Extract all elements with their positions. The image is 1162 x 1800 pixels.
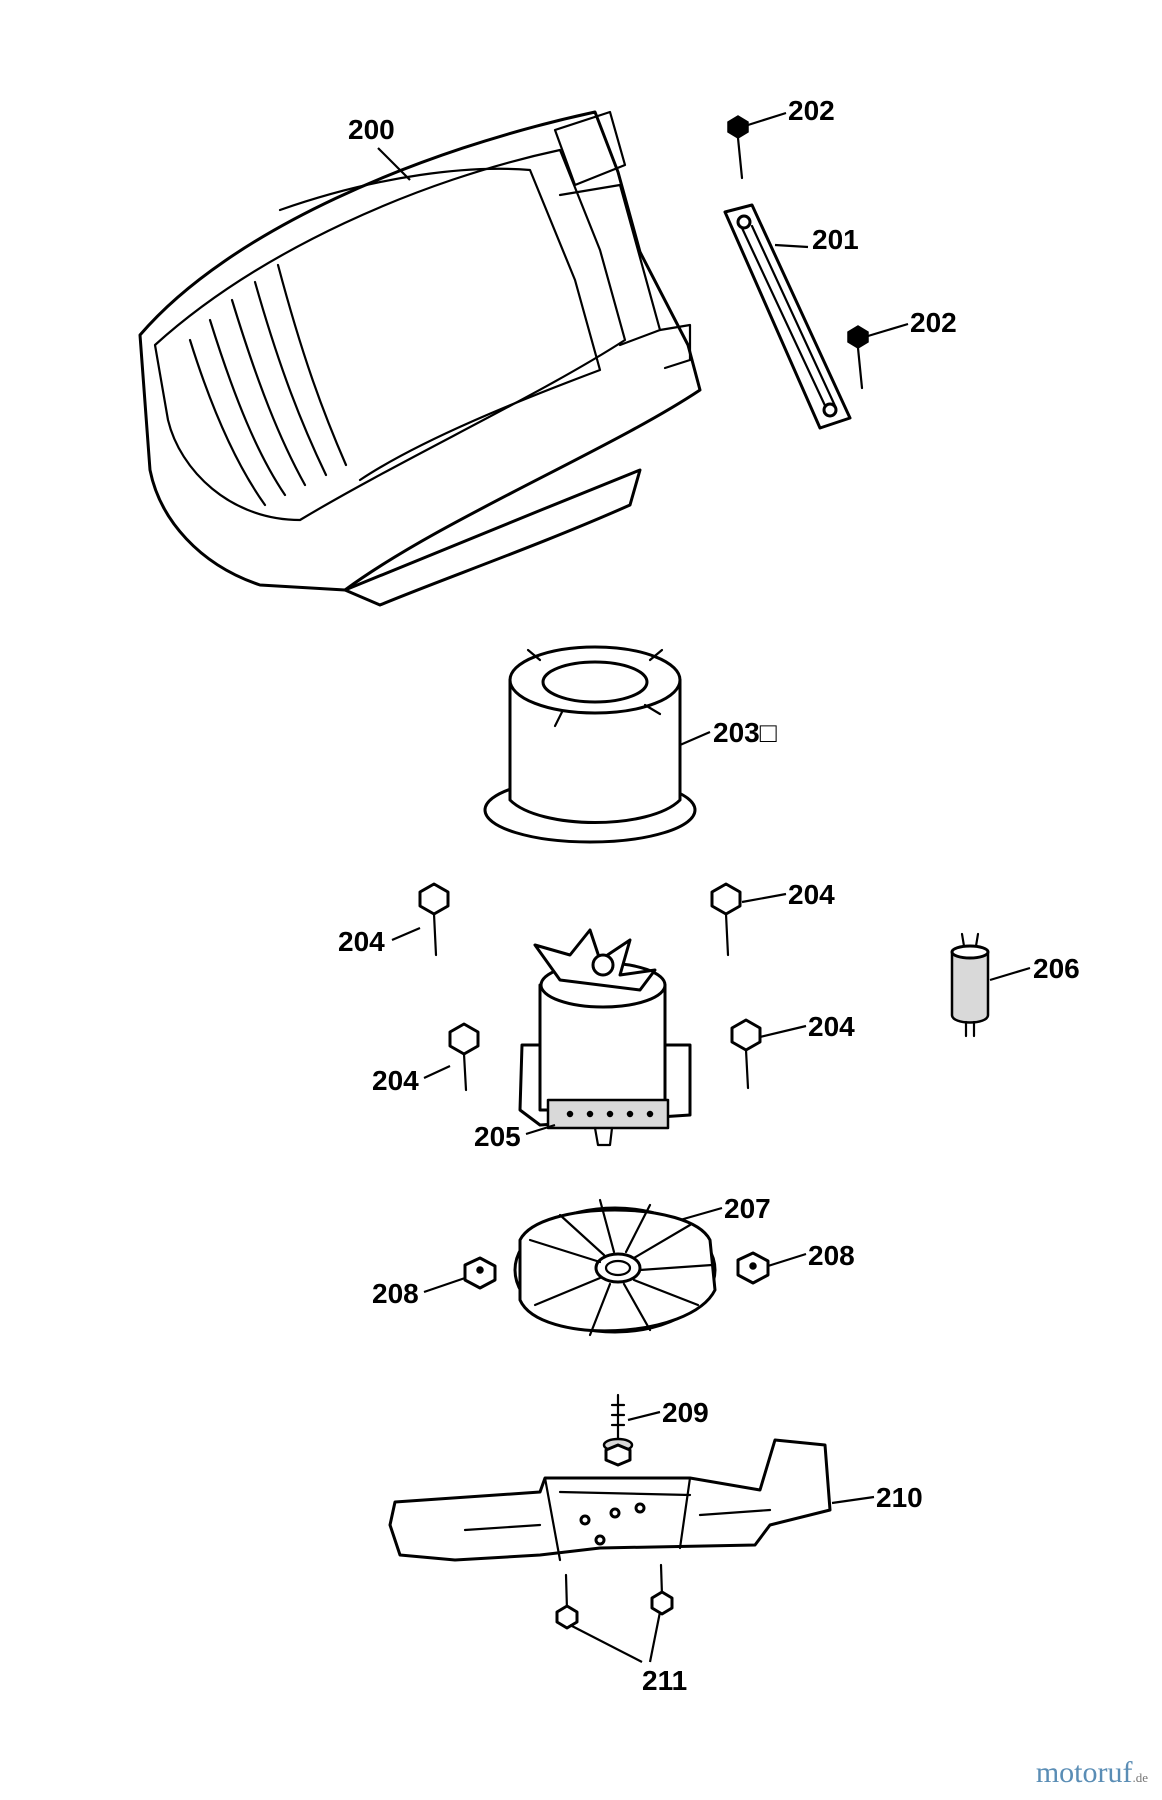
label-204-right-top: 204 xyxy=(788,879,835,910)
label-208-right: 208 xyxy=(808,1240,855,1271)
label-202-top: 202 xyxy=(788,95,835,126)
part-208-nut-right xyxy=(736,1251,770,1285)
part-211-bolt-right xyxy=(650,1563,674,1616)
label-203: 203□ xyxy=(713,717,777,748)
part-204-bolt-right-bottom xyxy=(730,1018,762,1090)
leader-lines xyxy=(377,111,1031,1663)
part-203-motor-housing xyxy=(483,645,697,844)
watermark-name: motoruf xyxy=(1035,1756,1133,1789)
label-205: 205 xyxy=(474,1121,521,1152)
part-210-blade xyxy=(388,1438,832,1562)
part-202-screw-top xyxy=(727,115,749,180)
part-207-fan xyxy=(513,1198,717,1337)
label-207: 207 xyxy=(724,1193,771,1224)
label-210: 210 xyxy=(876,1482,923,1513)
label-204-left-bottom: 204 xyxy=(372,1065,419,1096)
label-204-right-bottom: 204 xyxy=(808,1011,855,1042)
part-201-bar xyxy=(723,203,852,430)
part-204-bolt-right-top xyxy=(710,882,742,957)
label-209: 209 xyxy=(662,1397,709,1428)
label-208-left: 208 xyxy=(372,1278,419,1309)
part-labels: 200 201 202 202 203□ 204 204 204 204 205… xyxy=(338,95,1080,1696)
watermark-tld: .de xyxy=(1132,1770,1148,1785)
watermark-logo: motoruf.de xyxy=(1036,1756,1148,1790)
part-200-cover xyxy=(138,110,702,607)
part-211-bolt-left xyxy=(555,1573,579,1630)
label-204-left-top: 204 xyxy=(338,926,385,957)
part-204-bolt-left-bottom xyxy=(448,1022,480,1092)
part-208-nut-left xyxy=(463,1256,497,1290)
label-206: 206 xyxy=(1033,953,1080,984)
part-206-capacitor xyxy=(950,932,990,1038)
label-211: 211 xyxy=(642,1665,687,1696)
label-202-bottom: 202 xyxy=(910,307,957,338)
part-209-bolt xyxy=(602,1393,634,1467)
label-200: 200 xyxy=(348,114,395,145)
part-205-motor xyxy=(518,928,692,1147)
part-202-screw-bottom xyxy=(847,325,869,390)
part-204-bolt-left-top xyxy=(418,882,450,957)
label-201: 201 xyxy=(812,224,859,255)
